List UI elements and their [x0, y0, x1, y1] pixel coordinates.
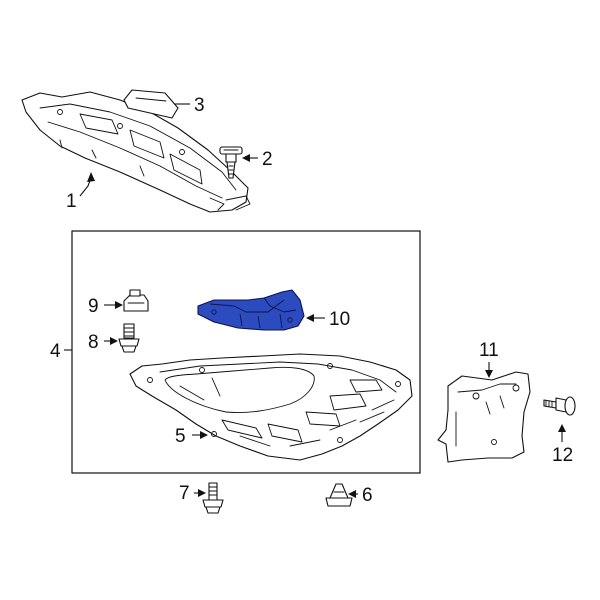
part-11-side-shield[interactable] [437, 371, 531, 463]
callout-5: 5 [175, 426, 208, 447]
callout-7: 7 [179, 483, 206, 504]
callout-1: 1 [66, 172, 95, 212]
callout-7-number: 7 [179, 483, 190, 504]
callout-9-number: 9 [88, 296, 99, 317]
callout-2-number: 2 [262, 149, 273, 170]
callout-11: 11 [479, 340, 499, 378]
part-6-push-clip[interactable] [325, 483, 353, 507]
part-1-upper-shield[interactable] [21, 91, 251, 213]
part-9-nut-clip[interactable] [123, 289, 149, 312]
callout-10-number: 10 [329, 309, 350, 330]
part-5-lower-shield[interactable] [129, 353, 413, 461]
part-10-bracket-highlighted[interactable] [197, 289, 305, 331]
callout-4-number: 4 [50, 341, 61, 362]
callout-8-number: 8 [88, 332, 99, 353]
part-3-cover[interactable] [123, 89, 179, 119]
callout-6-number: 6 [362, 485, 373, 506]
part-8-bolt[interactable] [118, 323, 140, 353]
callout-3-number: 3 [194, 95, 205, 116]
part-7-bolt[interactable] [202, 482, 224, 514]
callout-6: 6 [348, 485, 373, 506]
part-10-body[interactable] [197, 289, 305, 331]
callout-4: 4 [50, 341, 72, 362]
assembly-frame [71, 230, 421, 474]
callout-1-number: 1 [66, 191, 77, 212]
callout-8: 8 [88, 332, 118, 353]
callout-10: 10 [306, 309, 350, 330]
callout-9: 9 [88, 296, 123, 317]
callout-12: 12 [552, 424, 573, 466]
callout-5-number: 5 [175, 426, 186, 447]
callout-11-number: 11 [479, 340, 499, 361]
callout-3: 3 [174, 95, 205, 116]
part-2-clip[interactable] [219, 146, 243, 179]
part-12-bolt[interactable] [543, 396, 576, 416]
callout-12-number: 12 [552, 445, 573, 466]
callout-2: 2 [242, 149, 273, 170]
